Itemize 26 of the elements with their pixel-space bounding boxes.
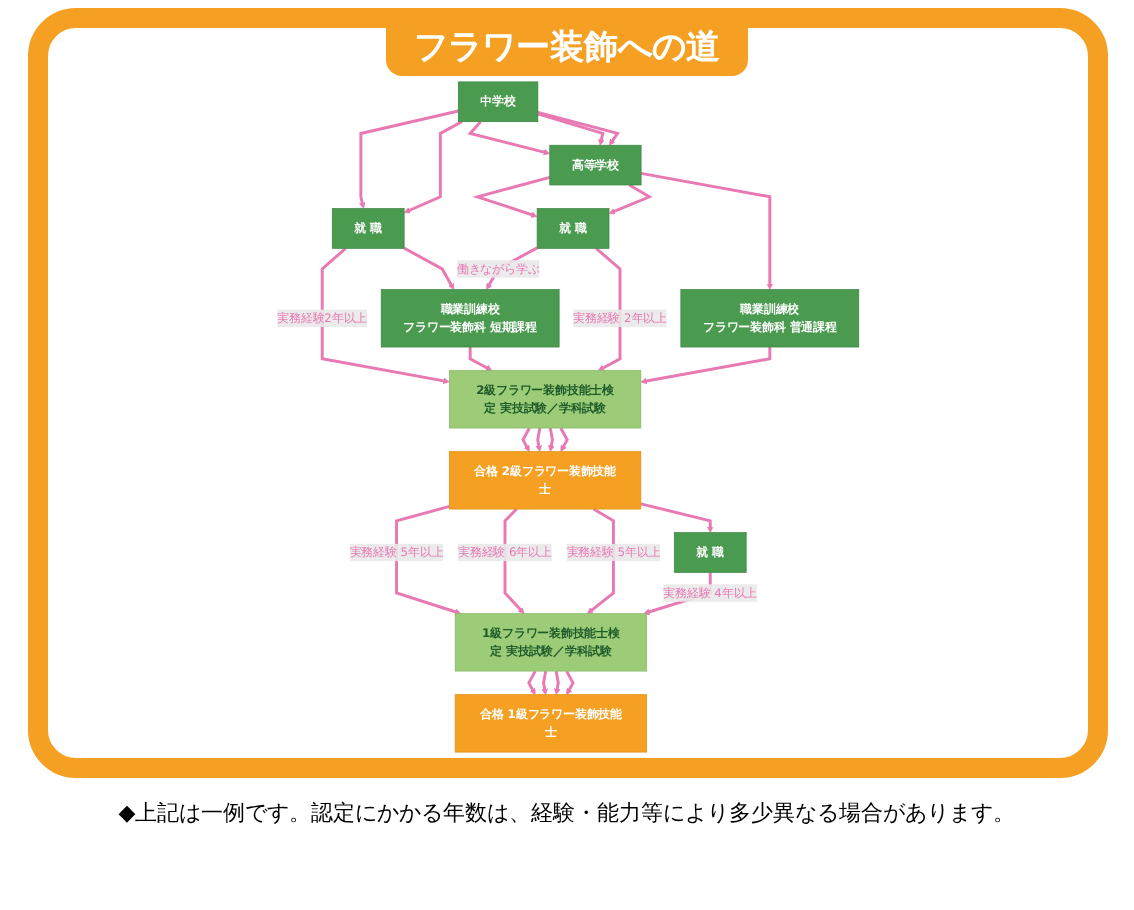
arrow [594,247,621,371]
arrow [526,670,536,695]
caption: ◆上記は一例です。認定にかかる年数は、経験・能力等により多少異なる場合があります。 [118,798,1016,828]
arrow [402,120,462,214]
arrow [558,427,568,452]
arrow [358,109,458,209]
arrow [402,246,454,290]
arrow [607,183,652,215]
arrow [586,507,614,614]
arrow [639,502,713,533]
arrow [394,505,461,615]
arrow [547,427,554,452]
arrow [319,247,449,385]
arrow [564,670,574,695]
arrow [536,110,619,146]
arrow [536,112,604,146]
arrow [553,670,560,695]
arrow [466,120,550,156]
title: フラワー装飾への道 [386,24,748,76]
arrow [471,175,550,218]
arrow [467,347,492,371]
arrow [520,427,530,452]
arrow [540,670,547,695]
arrow [639,171,773,290]
arrow [639,347,771,385]
arrow [534,427,541,452]
